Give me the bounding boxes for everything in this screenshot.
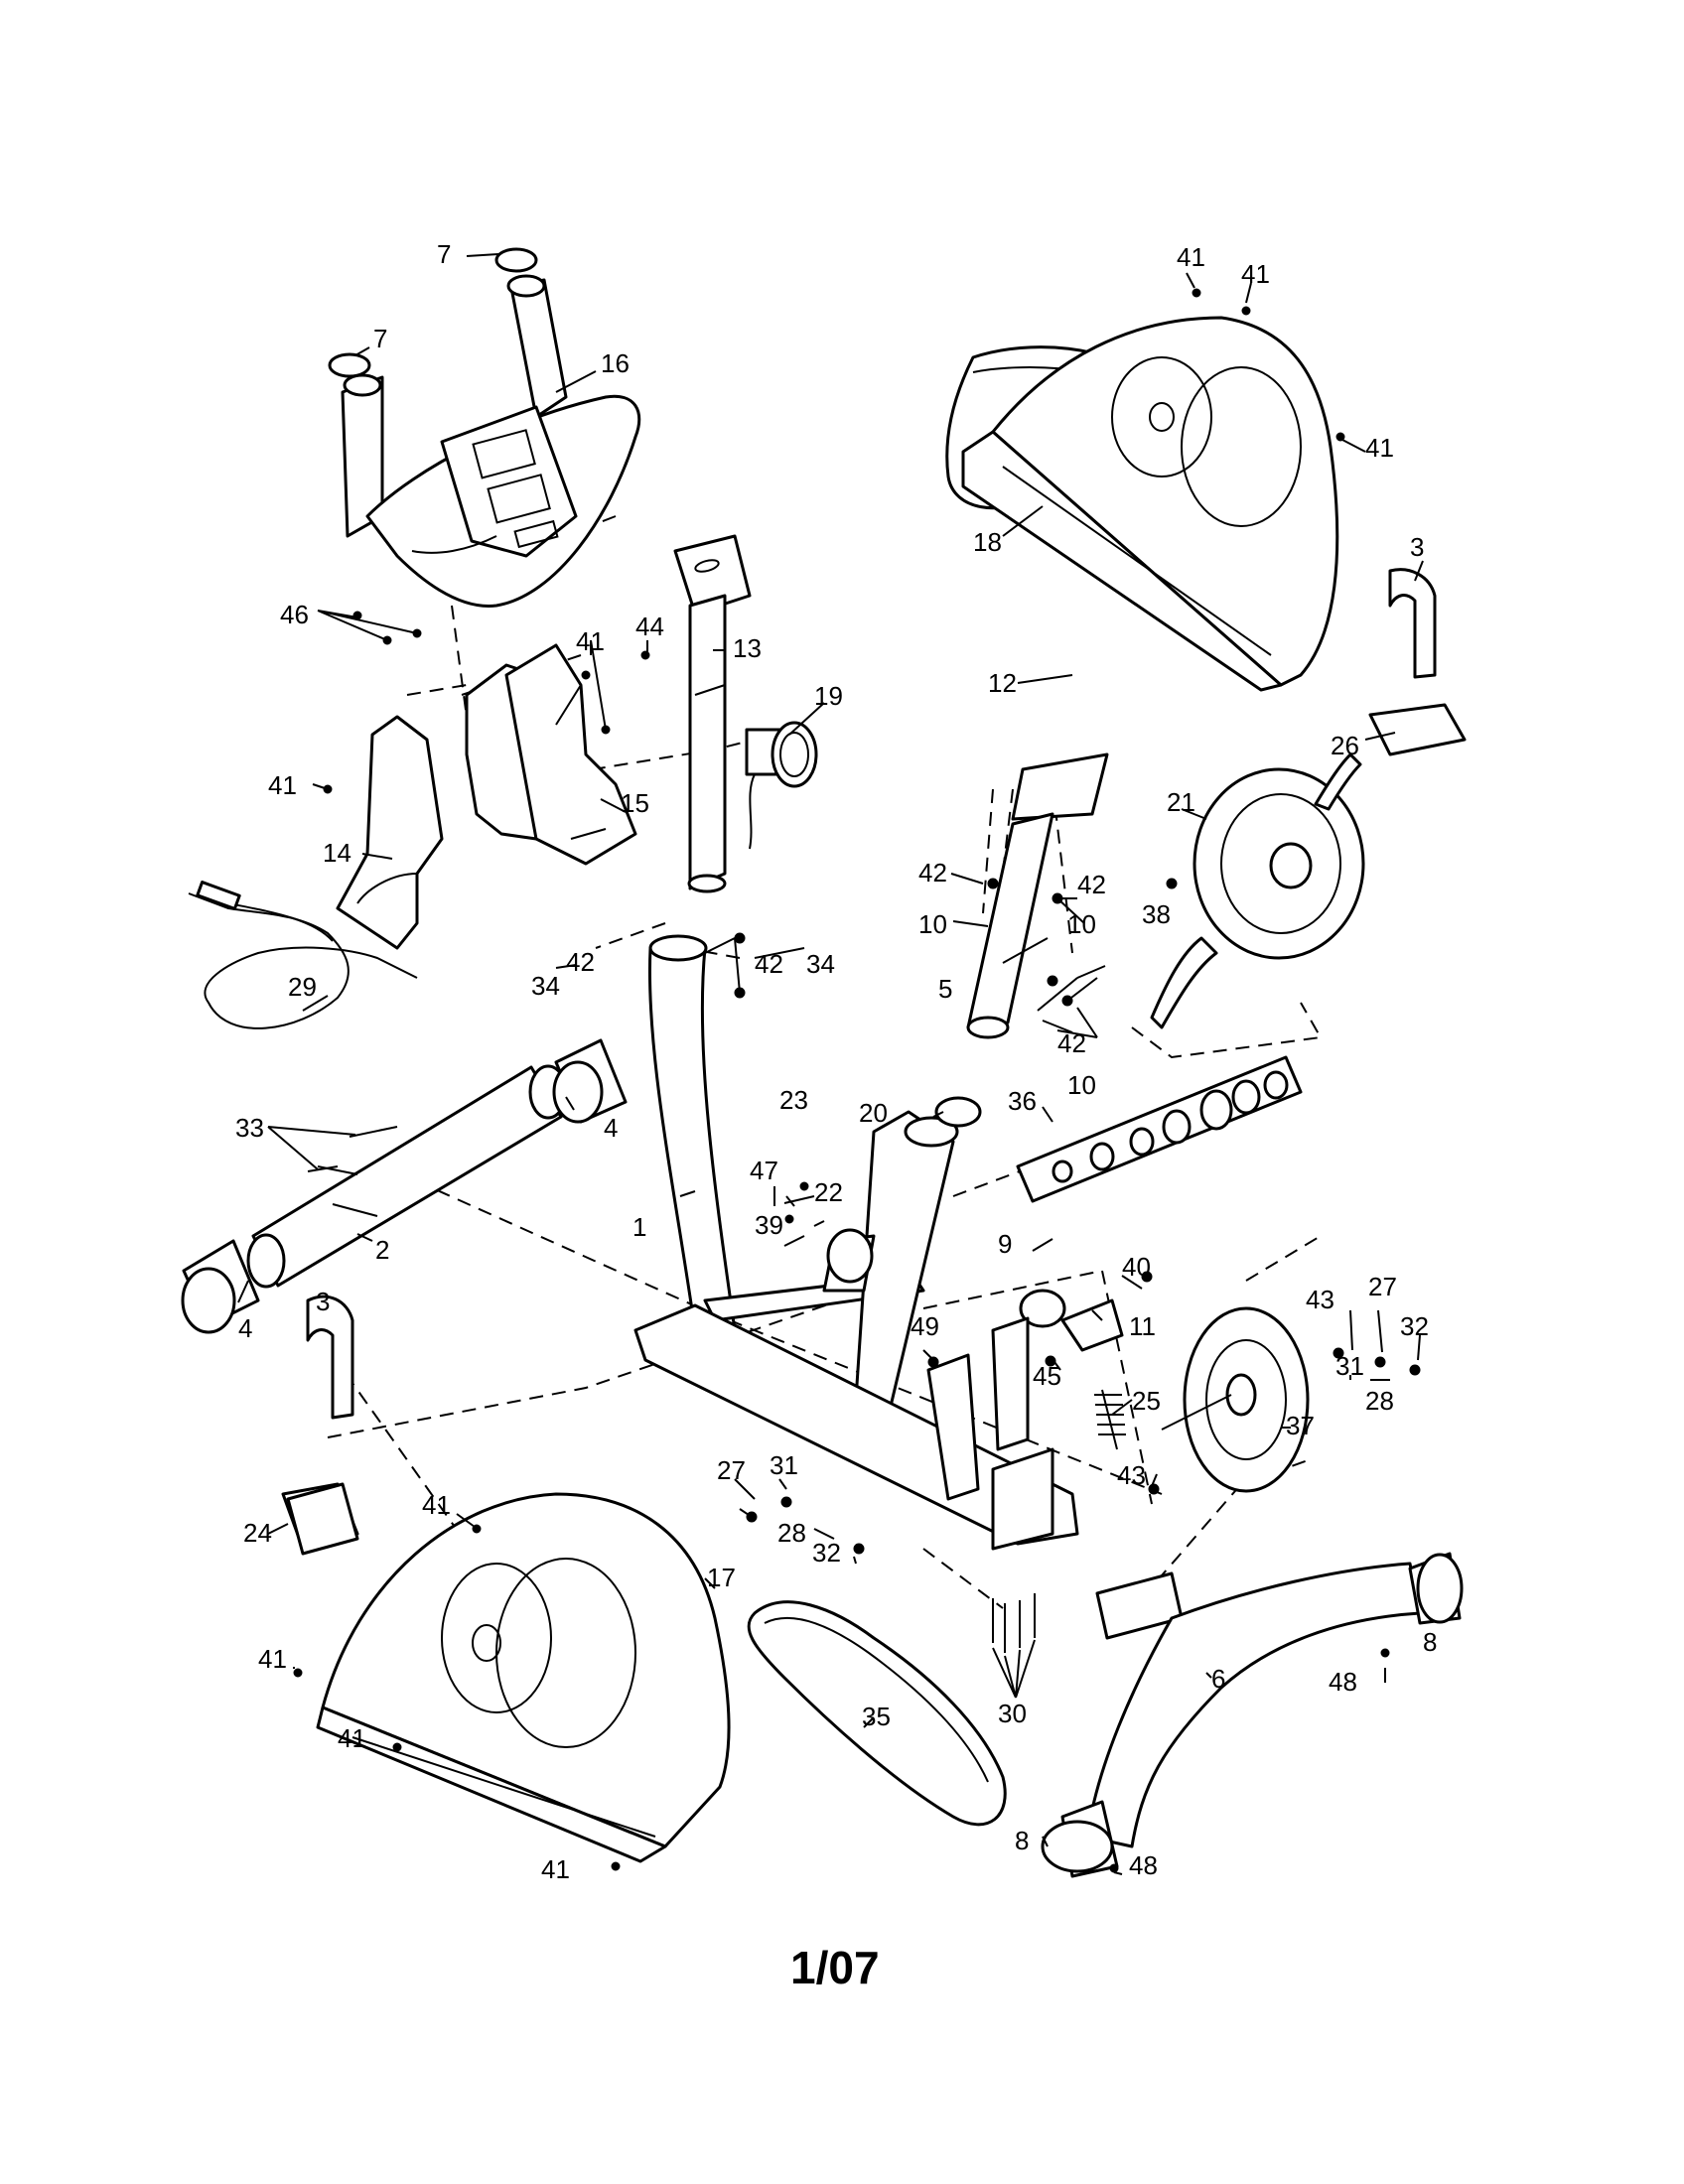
callout-48: 48 — [1329, 1667, 1357, 1697]
callout-4: 4 — [238, 1313, 252, 1343]
callout-1: 1 — [632, 1212, 646, 1242]
tension-control — [745, 721, 818, 850]
callout-17: 17 — [707, 1563, 736, 1592]
drive-belt — [747, 1600, 1007, 1827]
callout-34: 34 — [531, 971, 560, 1001]
console-assembly — [328, 247, 641, 608]
pedals-and-straps — [286, 568, 1437, 1556]
callout-36: 36 — [1008, 1086, 1037, 1116]
page-number: 1/07 — [790, 1942, 880, 1993]
leader-lines — [237, 253, 1424, 1875]
callout-3: 3 — [316, 1287, 330, 1316]
callout-12: 12 — [988, 668, 1017, 698]
callout-35: 35 — [862, 1702, 891, 1731]
callout-45: 45 — [1033, 1361, 1061, 1391]
callout-47: 47 — [750, 1156, 778, 1185]
bearing-set — [1016, 1055, 1303, 1203]
callout-32: 32 — [812, 1538, 841, 1568]
callout-7: 7 — [373, 324, 387, 353]
callout-28: 28 — [1365, 1386, 1394, 1416]
callout-37: 37 — [1286, 1411, 1315, 1440]
callout-18: 18 — [973, 527, 1002, 557]
bushing-icon — [934, 1096, 982, 1128]
callout-14: 14 — [323, 838, 351, 868]
callout-33: 33 — [235, 1113, 264, 1143]
callout-31: 31 — [770, 1450, 798, 1480]
handlebar-post — [673, 534, 752, 893]
callout-27: 27 — [717, 1455, 746, 1485]
callout-4: 4 — [604, 1113, 618, 1143]
callout-48: 48 — [1129, 1850, 1158, 1880]
callout-8: 8 — [1015, 1826, 1029, 1855]
callout-16: 16 — [601, 348, 630, 378]
callout-41: 41 — [576, 626, 605, 656]
end-cap-icon — [328, 352, 371, 378]
callout-23: 23 — [779, 1085, 808, 1115]
callout-labels: 7 7 16 41 41 41 18 3 13 44 46 41 19 12 2… — [235, 239, 1437, 1884]
callout-42: 42 — [918, 858, 947, 887]
callout-19: 19 — [814, 681, 843, 711]
callout-43: 43 — [1117, 1460, 1146, 1490]
callout-49: 49 — [911, 1311, 939, 1341]
callout-30: 30 — [998, 1699, 1027, 1728]
callout-31: 31 — [1335, 1351, 1364, 1381]
callout-2: 2 — [375, 1235, 389, 1265]
callout-15: 15 — [621, 788, 649, 818]
callout-9: 9 — [998, 1229, 1012, 1259]
callout-10: 10 — [918, 909, 947, 939]
main-frame — [633, 934, 1079, 1551]
callout-8: 8 — [1423, 1627, 1437, 1657]
callout-41: 41 — [541, 1854, 570, 1884]
callout-41: 41 — [1241, 259, 1270, 289]
callout-3: 3 — [1410, 532, 1424, 562]
callout-41: 41 — [268, 770, 297, 800]
callout-28: 28 — [777, 1518, 806, 1548]
callout-11: 11 — [1129, 1311, 1156, 1341]
callout-42: 42 — [1057, 1028, 1086, 1058]
callout-42: 42 — [566, 947, 595, 977]
callout-10: 10 — [1067, 1070, 1096, 1100]
callout-42: 42 — [1077, 870, 1106, 899]
end-cap-icon — [494, 247, 538, 273]
idler-assembly — [926, 1289, 1126, 1501]
callout-41: 41 — [258, 1644, 287, 1674]
callout-38: 38 — [1142, 899, 1171, 929]
resistance-cable — [188, 881, 418, 1029]
callout-10: 10 — [1067, 909, 1096, 939]
callout-7: 7 — [437, 239, 451, 269]
callout-41: 41 — [1365, 433, 1394, 463]
callout-20: 20 — [859, 1098, 888, 1128]
callout-27: 27 — [1368, 1272, 1397, 1301]
callout-39: 39 — [755, 1210, 783, 1240]
callout-26: 26 — [1331, 731, 1359, 760]
crank-pulley — [281, 703, 1467, 1551]
right-shroud — [961, 316, 1339, 692]
front-stabilizer — [1041, 1552, 1464, 1878]
callout-42: 42 — [755, 949, 783, 979]
fasteners — [293, 288, 1421, 1873]
callout-43: 43 — [1306, 1285, 1334, 1314]
upright-covers — [336, 643, 637, 950]
callout-22: 22 — [814, 1177, 843, 1207]
callout-29: 29 — [288, 972, 317, 1002]
callout-6: 6 — [1211, 1664, 1225, 1694]
left-shroud — [316, 1492, 731, 1863]
callout-41: 41 — [338, 1723, 366, 1753]
flywheel — [1161, 1306, 1310, 1493]
callout-13: 13 — [733, 633, 762, 663]
rear-stabilizer — [181, 1038, 628, 1334]
callout-34: 34 — [806, 949, 835, 979]
callout-21: 21 — [1167, 787, 1195, 817]
callout-5: 5 — [938, 974, 952, 1004]
callout-32: 32 — [1400, 1311, 1429, 1341]
callout-24: 24 — [243, 1518, 272, 1548]
callout-41: 41 — [422, 1490, 451, 1520]
callout-25: 25 — [1132, 1386, 1161, 1416]
callout-41: 41 — [1177, 242, 1205, 272]
callout-46: 46 — [280, 600, 309, 629]
callout-40: 40 — [1122, 1252, 1151, 1282]
callout-44: 44 — [635, 612, 664, 641]
